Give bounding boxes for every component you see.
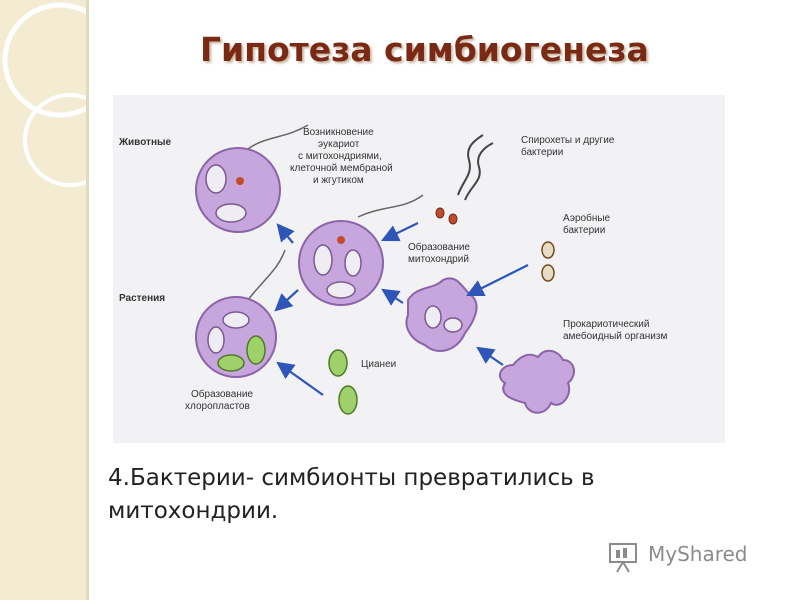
diagram-background (113, 95, 725, 443)
logo-text: MyShared (648, 542, 748, 566)
animal-cell (195, 124, 309, 233)
slide-caption: 4.Бактерии- симбионты превратились в мит… (108, 465, 595, 524)
slide-title: Гипотеза симбиогенеза (200, 30, 649, 69)
central-cell (298, 194, 424, 306)
process-arrows (274, 222, 529, 396)
label-spirochetes-1: Спирохеты и другие (521, 135, 615, 146)
label-prokaryote-2: амебоидный организм (563, 330, 667, 342)
label-eukaryote-2: эукариот (318, 139, 360, 150)
label-eukaryote-3: с митохондриями, (298, 151, 382, 162)
label-eukaryote-4: клеточной мембраной (290, 162, 393, 174)
label-aerobic-2: бактерии (563, 224, 605, 236)
label-spirochetes-2: бактерии (521, 146, 563, 158)
decorative-circles (2, 2, 118, 187)
decorative-side-band (0, 0, 118, 600)
label-chloro-2: хлоропластов (185, 401, 250, 412)
label-mito-1: Образование (408, 241, 470, 253)
label-cyanea: Цианеи (361, 359, 396, 370)
label-aerobic-1: Аэробные (563, 212, 611, 224)
label-plants: Растения (119, 293, 165, 304)
label-mito-2: митохондрий (408, 254, 469, 265)
label-animals: Животные (118, 137, 172, 148)
cyanobacteria (328, 349, 358, 415)
label-eukaryote-1: Возникновение (303, 127, 374, 138)
aerobic-bacteria (541, 241, 555, 282)
label-prokaryote-1: Прокариотический (563, 319, 649, 330)
myshared-logo: MyShared (606, 538, 766, 574)
amoeboid-host-cell (405, 277, 478, 352)
symbiogenesis-diagram: Животные Растения Возникновение эукариот… (113, 95, 725, 443)
label-chloro-1: Образование (191, 388, 253, 400)
label-eukaryote-5: и жгутиком (313, 175, 364, 186)
spirochetes (435, 134, 494, 225)
plant-cell (195, 249, 286, 378)
side-divider (86, 0, 89, 600)
presentation-icon (609, 543, 637, 573)
prokaryotic-amoeba (498, 349, 575, 414)
